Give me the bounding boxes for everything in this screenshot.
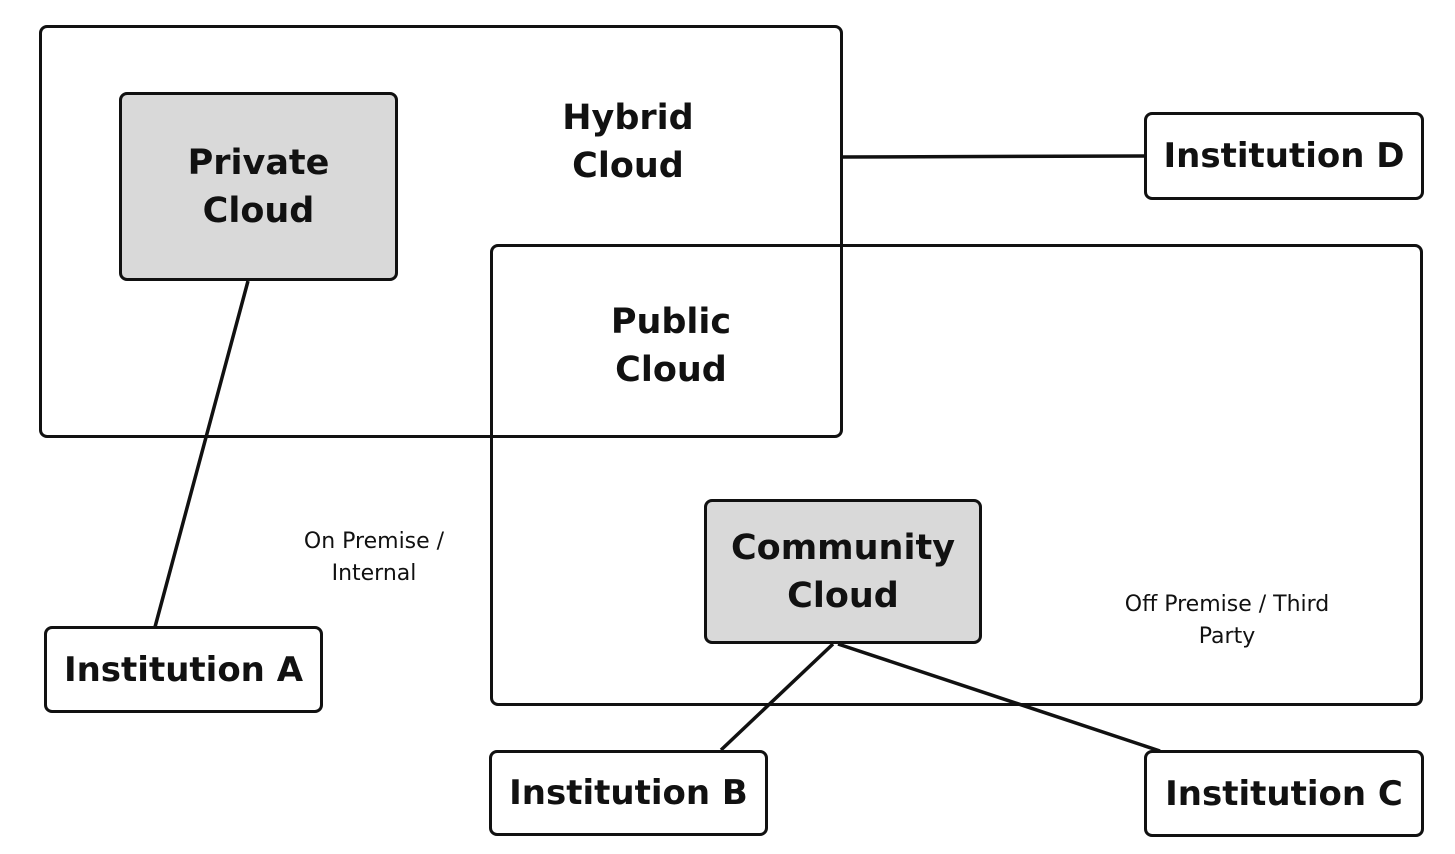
off-premise-note: Off Premise / Third Party xyxy=(1124,592,1330,649)
connector-hybrid-to-institution-d xyxy=(840,154,1147,159)
institution-a-box: Institution A xyxy=(44,626,323,713)
institution-c-label: Institution C xyxy=(1165,773,1403,814)
institution-b-box: Institution B xyxy=(489,750,768,836)
institution-b-label: Institution B xyxy=(509,773,748,813)
connector-private-to-institution-a xyxy=(153,280,250,628)
institution-a-label: Institution A xyxy=(63,649,304,690)
hybrid-cloud-region xyxy=(39,25,843,438)
hybrid-cloud-label: Hybrid Cloud xyxy=(562,98,694,186)
connector-community-to-institution-b xyxy=(719,642,835,752)
community-cloud-box: Community Cloud xyxy=(704,499,982,644)
institution-d-box: Institution D xyxy=(1144,112,1424,200)
on-premise-note: On Premise / Internal xyxy=(303,529,445,586)
public-cloud-region xyxy=(490,244,1423,706)
institution-c-box: Institution C xyxy=(1144,750,1424,837)
public-cloud-label: Public Cloud xyxy=(610,302,732,390)
private-cloud-box: Private Cloud xyxy=(119,92,398,281)
connector-community-to-institution-c xyxy=(837,642,1161,753)
institution-d-label: Institution D xyxy=(1163,136,1405,176)
